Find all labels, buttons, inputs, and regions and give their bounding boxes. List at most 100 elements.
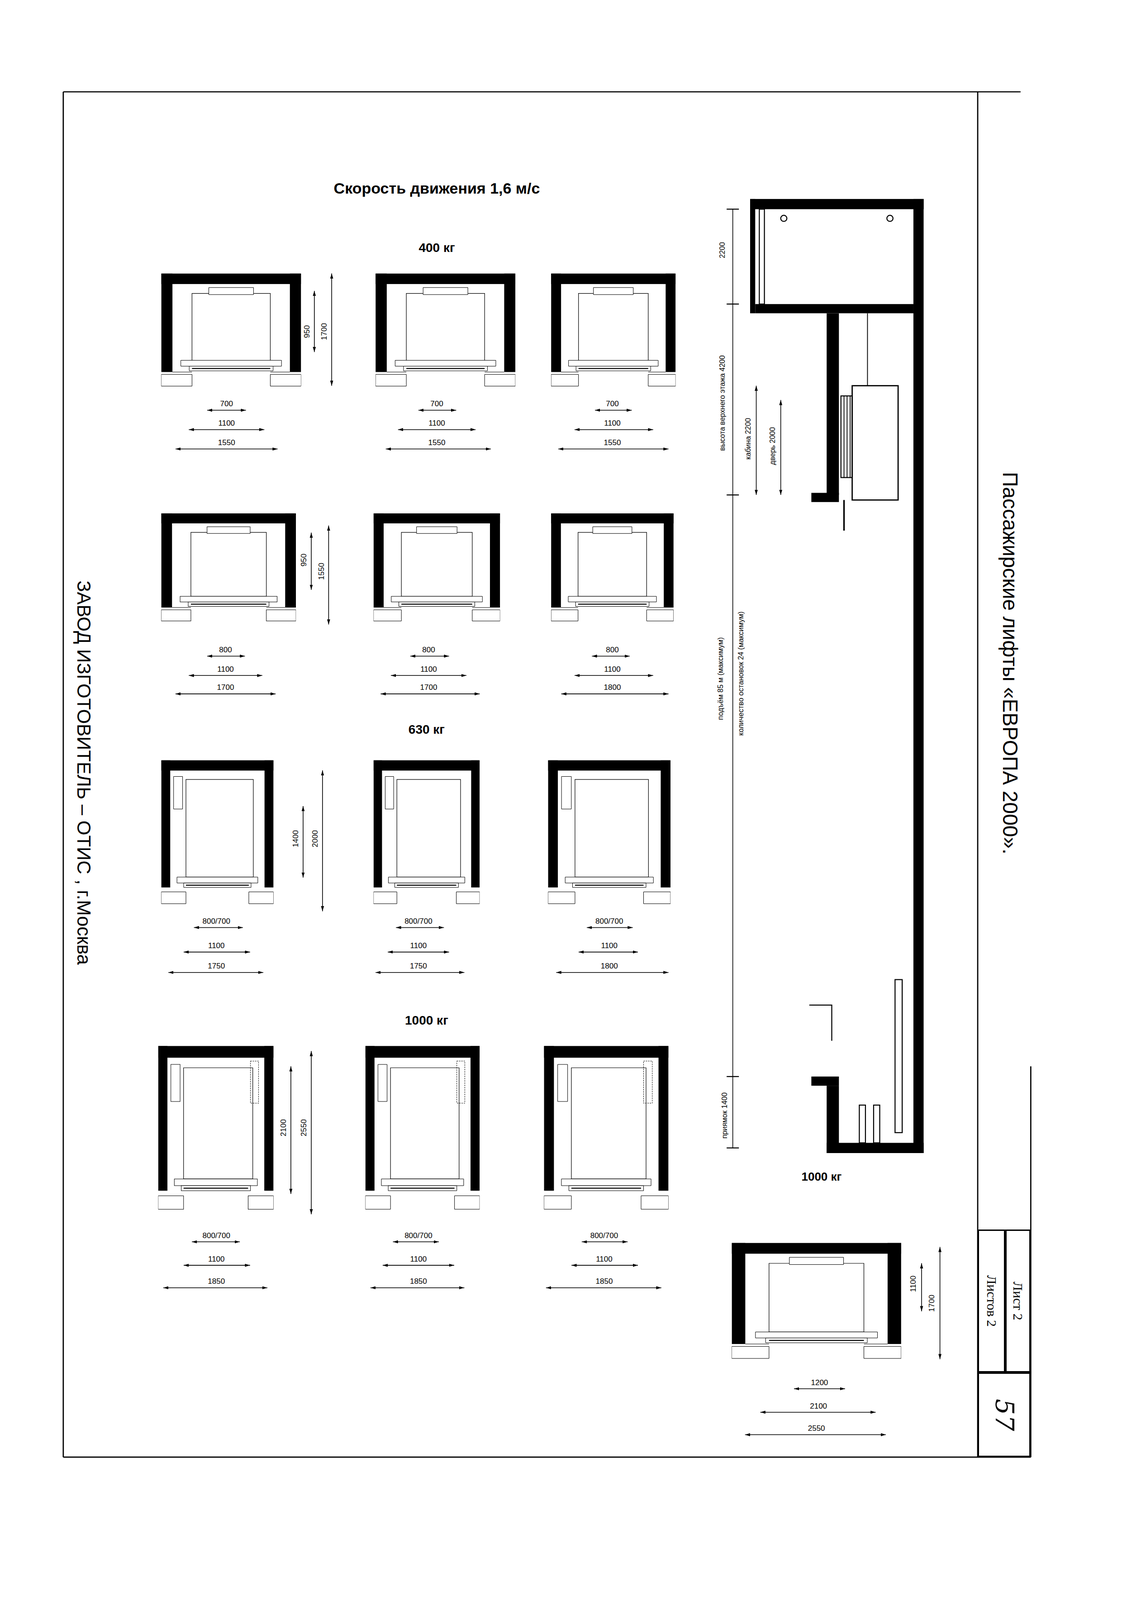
dimension-text: 2550 (806, 1424, 827, 1434)
dimension-text: 1400 (291, 828, 301, 849)
dimension-text: 800/700 (594, 917, 625, 927)
lift-plans (158, 273, 902, 1359)
dimension-text: 1550 (216, 438, 237, 448)
dimension-text: 1200 (809, 1378, 830, 1388)
dimension-line (745, 1434, 886, 1436)
manufacturer-note: ЗАВОД ИЗГОТОВИТЕЛЬ – ОТИС , г.Москва (73, 579, 95, 967)
lift-plan (551, 273, 676, 387)
dimension-text: кабина 2200 (744, 416, 753, 462)
dimension-text: 1100 (602, 665, 623, 674)
dimension-text: 1850 (594, 1277, 615, 1287)
dimension-text: 1850 (408, 1277, 429, 1287)
dimension-text: 1700 (418, 683, 439, 693)
shaft-section (750, 199, 924, 1154)
dimension-line (313, 290, 315, 352)
frame-line (63, 1456, 1032, 1459)
dimension-text: 1800 (599, 962, 620, 971)
dimension-line (574, 675, 654, 677)
dimension-line (322, 770, 324, 912)
floor-slab (811, 1076, 839, 1086)
dimension-line (591, 656, 630, 657)
lift-plan (731, 1242, 901, 1359)
dimension-text: 1100 (599, 941, 619, 951)
dimension-text: 1100 (602, 419, 623, 428)
dimension-line (398, 429, 476, 431)
drawing-frame (63, 91, 1032, 1458)
dimension-line (586, 927, 633, 929)
dimension-line (387, 951, 449, 953)
load-heading: 400 кг (417, 241, 457, 256)
dimension-text: 1100 (206, 941, 227, 951)
lift-plan (547, 760, 671, 904)
lift-plan (543, 1045, 669, 1210)
lift-plan (158, 1045, 274, 1210)
dimension-lines (163, 209, 941, 1435)
dimension-line (310, 1050, 312, 1215)
lift-plan (375, 273, 516, 387)
dimension-text: 2100 (808, 1402, 829, 1411)
lift-cabin (852, 385, 899, 501)
hook (886, 215, 894, 222)
dimension-line (760, 1411, 876, 1413)
buffer (859, 1105, 866, 1143)
dimension-text: приямок 1400 (720, 1091, 729, 1141)
dimension-line (207, 656, 245, 657)
dimension-text: 700 (604, 399, 620, 409)
dimension-line (191, 1241, 240, 1243)
dimension-text: количество остановок 24 (максимум) (736, 610, 746, 737)
dimension-line (594, 409, 632, 411)
dimension-line (328, 525, 330, 625)
dimension-line (302, 806, 304, 878)
dimension-text: 1850 (206, 1277, 227, 1287)
pit-floor (826, 1142, 924, 1154)
dimension-text: 1100 (594, 1255, 614, 1264)
dimension-line (571, 1264, 638, 1266)
frame-line (62, 91, 65, 1458)
dimension-text: 2100 (279, 1117, 289, 1138)
dimension-line (546, 1287, 662, 1289)
dimension-line (290, 1066, 292, 1194)
dimension-text: 2000 (311, 828, 320, 849)
dimension-text: 1100 (418, 665, 439, 674)
dimension-text: 950 (303, 323, 312, 340)
dimension-line (574, 429, 654, 431)
buffer (873, 1105, 880, 1143)
lift-plan (161, 760, 274, 904)
dimension-line (921, 1263, 923, 1312)
dimension-line (390, 675, 467, 677)
door-jamb (843, 499, 845, 531)
dimension-text: 1100 (217, 419, 237, 428)
load-heading: 1000 кг (799, 1170, 843, 1184)
dimension-text: 800/700 (403, 917, 434, 927)
load-heading: 630 кг (407, 722, 447, 737)
page-number-cell: 57 (977, 1372, 1031, 1458)
dimension-text: 800/700 (589, 1231, 620, 1241)
dimension-line (175, 448, 278, 450)
dimension-line (410, 656, 450, 657)
dimension-text: дверь 2000 (768, 425, 777, 467)
dimension-text: 1750 (206, 962, 227, 971)
dimension-text: 800 (604, 646, 620, 655)
floor-slab (811, 493, 839, 503)
dimension-line (755, 385, 757, 495)
dimension-line (188, 429, 265, 431)
cell-text: Лист 2 (1010, 1281, 1026, 1321)
dimension-text: 1800 (602, 683, 623, 693)
dimension-text: 1550 (427, 438, 447, 448)
dimension-line (380, 693, 480, 695)
guide-rail (894, 979, 903, 1133)
dimension-text: 800/700 (403, 1231, 434, 1241)
dimension-text: 1100 (206, 1255, 227, 1264)
dimension-line (385, 448, 491, 450)
dimension-line (375, 972, 465, 974)
dimension-line (207, 409, 247, 411)
dimension-line (183, 1264, 251, 1266)
dimension-line (163, 1287, 268, 1289)
lift-plan (365, 1045, 481, 1210)
lift-plan (551, 513, 674, 622)
dimension-line (578, 951, 638, 953)
load-heading: 1000 кг (403, 1013, 450, 1028)
dimension-line (175, 693, 276, 695)
dimension-line (556, 972, 669, 974)
